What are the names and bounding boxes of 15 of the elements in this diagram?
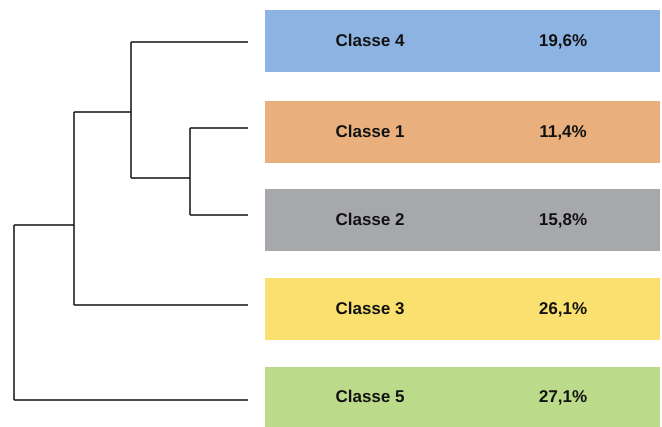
percentage-label: 11,4% bbox=[539, 122, 587, 142]
class-label: Classe 2 bbox=[336, 210, 404, 230]
class-label: Classe 1 bbox=[336, 122, 404, 142]
percentage-label: 19,6% bbox=[538, 31, 588, 51]
class-bar bbox=[265, 367, 660, 427]
percentage-label: 15,8% bbox=[538, 210, 588, 230]
class-label: Classe 3 bbox=[336, 299, 404, 319]
class-bar bbox=[265, 278, 660, 340]
percentage-label: 27,1% bbox=[538, 387, 588, 407]
class-bar bbox=[265, 101, 660, 163]
class-label: Classe 5 bbox=[336, 387, 404, 407]
class-label: Classe 4 bbox=[336, 31, 404, 51]
class-bar bbox=[265, 189, 660, 251]
class-bar bbox=[265, 10, 660, 72]
percentage-label: 26,1% bbox=[538, 299, 588, 319]
